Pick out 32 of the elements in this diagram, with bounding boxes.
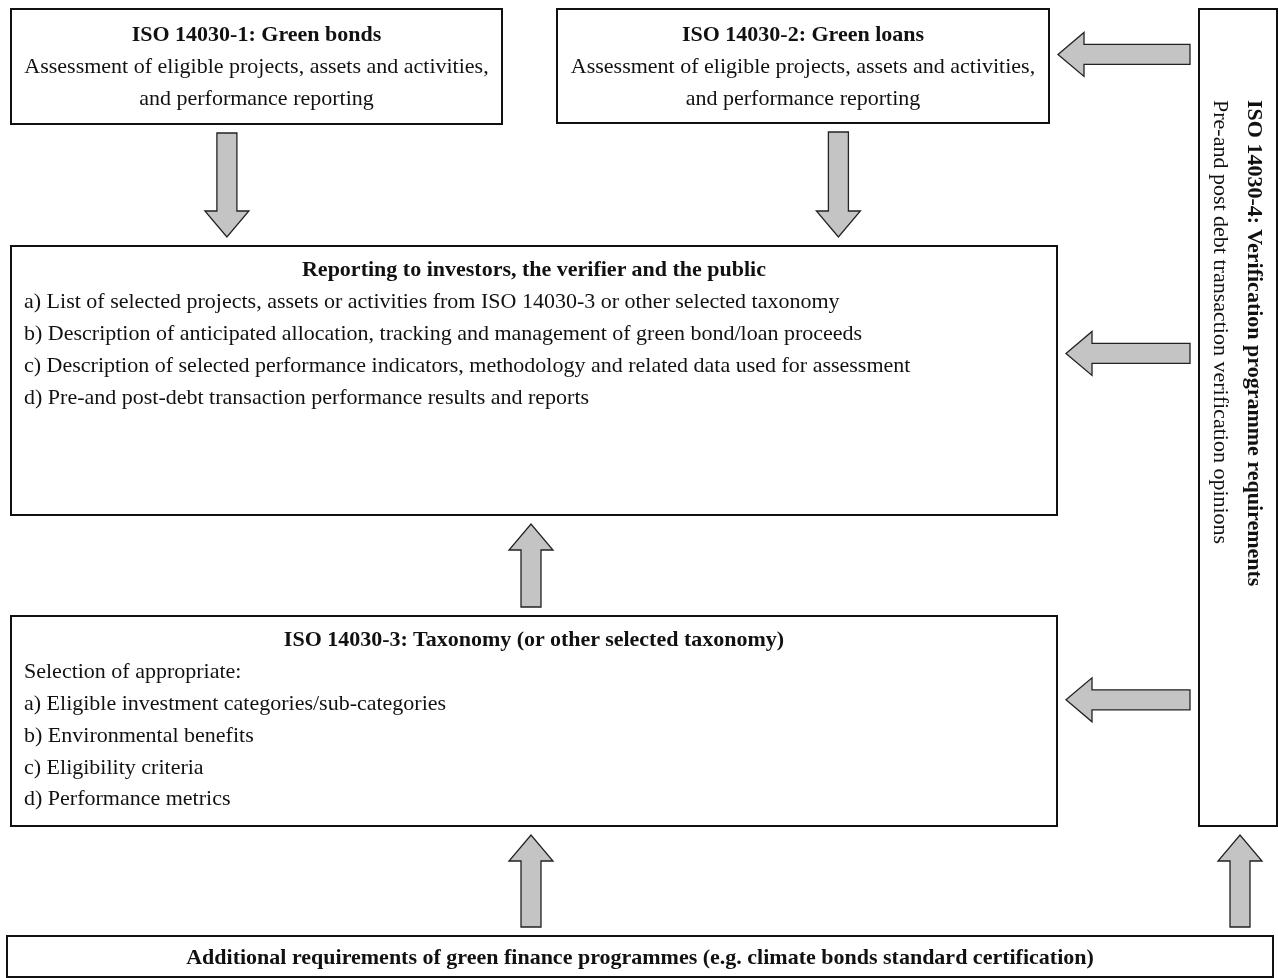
process-box: [556, 8, 1050, 124]
list-item: a) Eligible investment categories/sub-categories: [24, 688, 448, 717]
process-box: [10, 615, 1058, 827]
box-heading: ISO 14030-2: Green loans: [680, 20, 926, 48]
box-heading: Additional requirements of green finance programmes (e.g. climate bonds standard certification): [185, 943, 1095, 971]
list-item: b) Environmental benefits: [24, 720, 255, 749]
process-box: [6, 935, 1274, 978]
box-text: Pre-and post debt transaction verification opinions: [1208, 100, 1235, 547]
list-item: c) Eligibility criteria: [24, 752, 205, 781]
block-arrow: [1065, 330, 1191, 377]
list-item: d) Pre-and post-debt transaction performance results and reports: [24, 382, 591, 411]
block-arrow: [1065, 676, 1191, 724]
report-box: [10, 245, 1058, 516]
box-heading: ISO 14030-4: Verification programme requirements: [1241, 100, 1269, 589]
block-arrow: [507, 834, 555, 928]
verification-band: [1198, 8, 1278, 827]
box-heading: Reporting to investors, the verifier and the public: [301, 255, 767, 283]
list-item: d) Performance metrics: [24, 784, 232, 813]
list-item: b) Description of anticipated allocation, tracking and management of green bond/loan proceeds: [24, 318, 864, 347]
box-text: Assessment of eligible projects, assets and activities, and performance reporting: [569, 51, 1037, 112]
block-arrow: [815, 131, 862, 238]
block-arrow: [507, 523, 555, 608]
block-arrow: [203, 132, 251, 238]
list-item: a) List of selected projects, assets or activities from ISO 14030-3 or other selected taxonomy: [24, 286, 841, 315]
box-text: Assessment of eligible projects, assets and activities, and performance reporting: [23, 51, 490, 112]
box-heading: ISO 14030-3: Taxonomy (or other selected taxonomy): [282, 625, 786, 653]
box-text: Selection of appropriate:: [24, 656, 243, 685]
box-heading: ISO 14030-1: Green bonds: [130, 20, 383, 48]
process-box: [10, 8, 503, 125]
block-arrow: [1216, 834, 1264, 928]
block-arrow: [1057, 31, 1191, 78]
list-item: c) Description of selected performance indicators, methodology and related data used for assessment: [24, 350, 912, 379]
